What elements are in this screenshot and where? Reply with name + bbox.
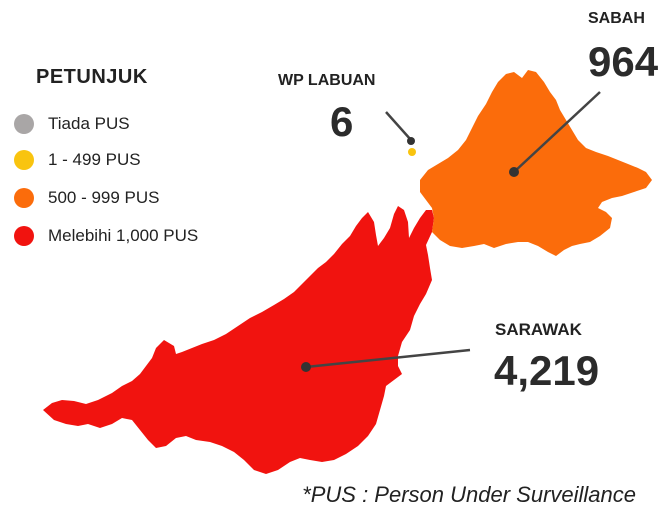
labuan-label: WP LABUAN [278, 72, 376, 89]
sabah-label: SABAH [588, 10, 645, 27]
sarawak-leader-line [301, 348, 471, 372]
sarawak-label: SARAWAK [495, 320, 582, 339]
legend-item-tiada: Tiada PUS [14, 112, 130, 136]
labuan-leader-line [385, 111, 415, 145]
legend-dot-red [14, 226, 34, 246]
legend-title: PETUNJUK [36, 66, 148, 88]
sabah-count: 964 [588, 38, 659, 85]
legend-label: 500 - 999 PUS [48, 188, 160, 207]
sabah-region[interactable] [420, 70, 652, 256]
legend-label: Melebihi 1,000 PUS [48, 226, 199, 245]
sarawak-region[interactable] [43, 206, 434, 474]
sarawak-count: 4,219 [494, 347, 600, 394]
legend-item-1-499: 1 - 499 PUS [14, 148, 141, 172]
legend-item-over-1000: Melebihi 1,000 PUS [14, 224, 198, 248]
legend-label: Tiada PUS [48, 114, 130, 133]
legend-dot-orange [14, 188, 34, 208]
sabah-leader-line [509, 91, 601, 177]
labuan-region[interactable] [408, 148, 416, 156]
legend-item-500-999: 500 - 999 PUS [14, 186, 160, 210]
legend-label: 1 - 499 PUS [48, 150, 141, 169]
labuan-count: 6 [330, 98, 354, 145]
legend-dot-grey [14, 114, 34, 134]
legend-dot-yellow [14, 150, 34, 170]
footnote: *PUS : Person Under Surveillance [302, 482, 636, 507]
